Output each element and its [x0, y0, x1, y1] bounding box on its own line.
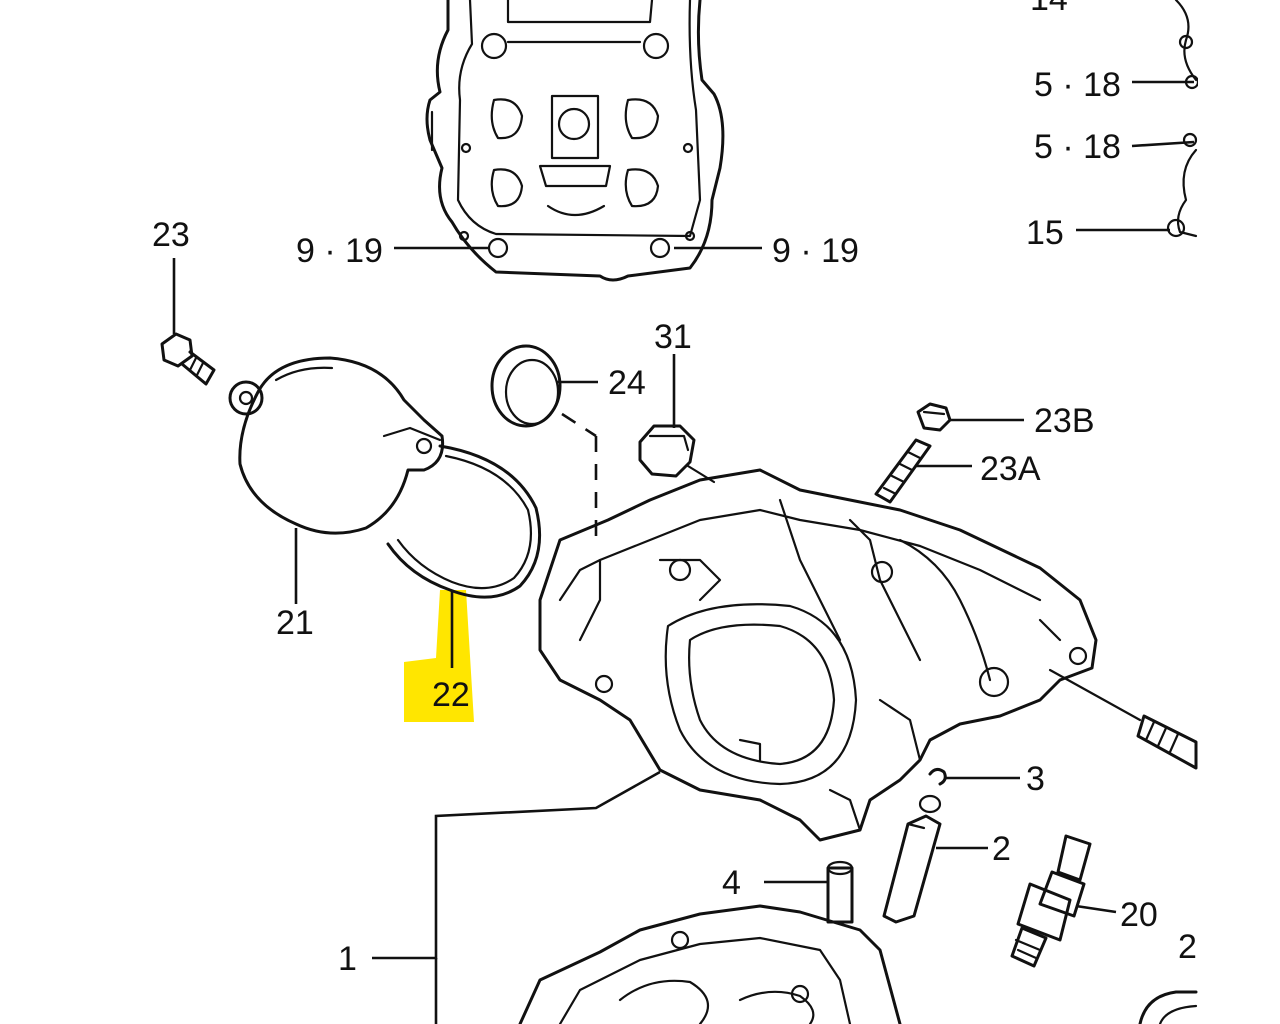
callout-4: 4 [722, 864, 741, 902]
bolt-23 [160, 332, 216, 386]
dowel-4 [826, 860, 854, 924]
highlight-marker [404, 590, 474, 722]
right-border [1198, 0, 1280, 1024]
valve-guide-2 [882, 794, 942, 924]
nut-23B [916, 402, 952, 432]
stud-23A [874, 438, 932, 504]
callout-5-18-a: 5 · 18 [1034, 66, 1121, 104]
callout-24: 24 [608, 364, 646, 402]
callout-9-19-left: 9 · 19 [296, 232, 383, 270]
callout-2-edge: 2 [1178, 928, 1197, 966]
cap-24 [490, 344, 562, 428]
callout-3: 3 [1026, 760, 1045, 798]
callout-23: 23 [152, 216, 190, 254]
callout-1: 1 [338, 940, 357, 978]
callout-5-18-b: 5 · 18 [1034, 128, 1121, 166]
nut-31 [638, 424, 696, 478]
callout-21: 21 [276, 604, 314, 642]
cylinder-head-1 [538, 468, 1098, 842]
leader-lines [172, 80, 1195, 1024]
callout-31: 31 [654, 318, 692, 356]
cover-21 [228, 356, 445, 535]
lower-head-section [518, 904, 1198, 1024]
callout-labels: 14 5 · 18 5 · 18 15 23 9 · 19 9 · 19 31 … [152, 0, 1197, 978]
long-stud [1048, 668, 1198, 770]
o-ring-22 [386, 444, 542, 599]
callout-9-19-right: 9 · 19 [772, 232, 859, 270]
callout-20: 20 [1120, 896, 1158, 934]
spark-plug-20 [1010, 834, 1092, 968]
callout-14: 14 [1030, 0, 1068, 18]
callout-23B: 23B [1034, 402, 1095, 440]
callout-2: 2 [992, 830, 1011, 868]
cylinder-head-gasket [425, 0, 725, 282]
callout-23A: 23A [980, 450, 1041, 488]
clip-3 [928, 767, 947, 786]
callout-22: 22 [432, 676, 470, 714]
right-side-part-edge [1166, 0, 1200, 238]
callout-15: 15 [1026, 214, 1064, 252]
